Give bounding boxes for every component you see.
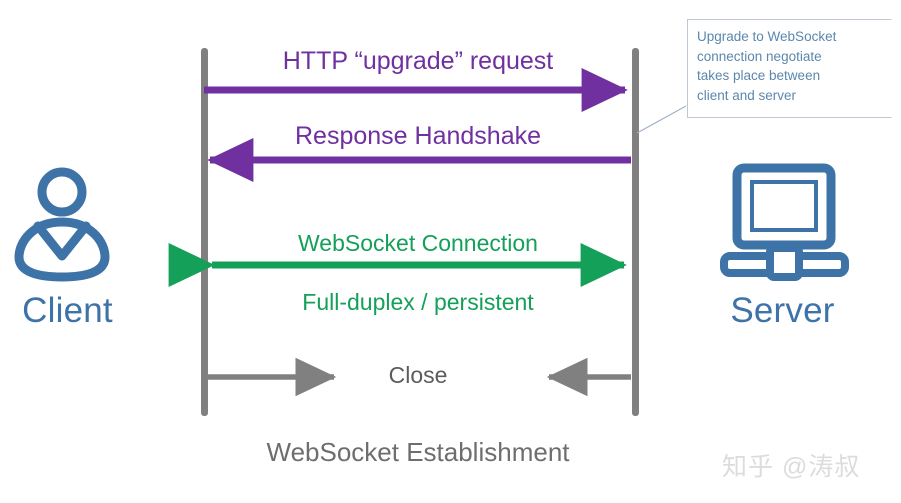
- callout-box: Upgrade to WebSocket connection negotiat…: [687, 19, 892, 118]
- callout-text: Upgrade to WebSocket connection negotiat…: [697, 27, 893, 105]
- diagram-caption: WebSocket Establishment: [266, 437, 570, 467]
- watermark: 知乎 @涛叔: [722, 453, 861, 481]
- callout-line-1: Upgrade to WebSocket: [697, 29, 837, 44]
- person-icon: [14, 167, 110, 282]
- callout-leader-line: [636, 105, 687, 134]
- server-monitor-icon: [720, 163, 849, 281]
- actor-server-label: Server: [730, 291, 835, 330]
- client-lifeline: [201, 48, 208, 416]
- server-lifeline: [632, 48, 639, 416]
- message-label-http-upgrade: HTTP “upgrade” request: [282, 47, 554, 75]
- message-label-response-handshake: Response Handshake: [295, 122, 541, 150]
- actor-client: Client: [0, 160, 135, 331]
- actor-server: Server: [700, 160, 865, 331]
- message-label-full-duplex: Full-duplex / persistent: [302, 289, 534, 315]
- callout-line-4: client and server: [697, 87, 797, 103]
- message-label-close: Close: [388, 362, 448, 388]
- callout-line-3: takes place between: [697, 68, 821, 83]
- callout-line-2: connection negotiate: [697, 48, 822, 64]
- actor-client-label: Client: [22, 291, 113, 330]
- message-label-websocket-connection: WebSocket Connection: [298, 230, 538, 256]
